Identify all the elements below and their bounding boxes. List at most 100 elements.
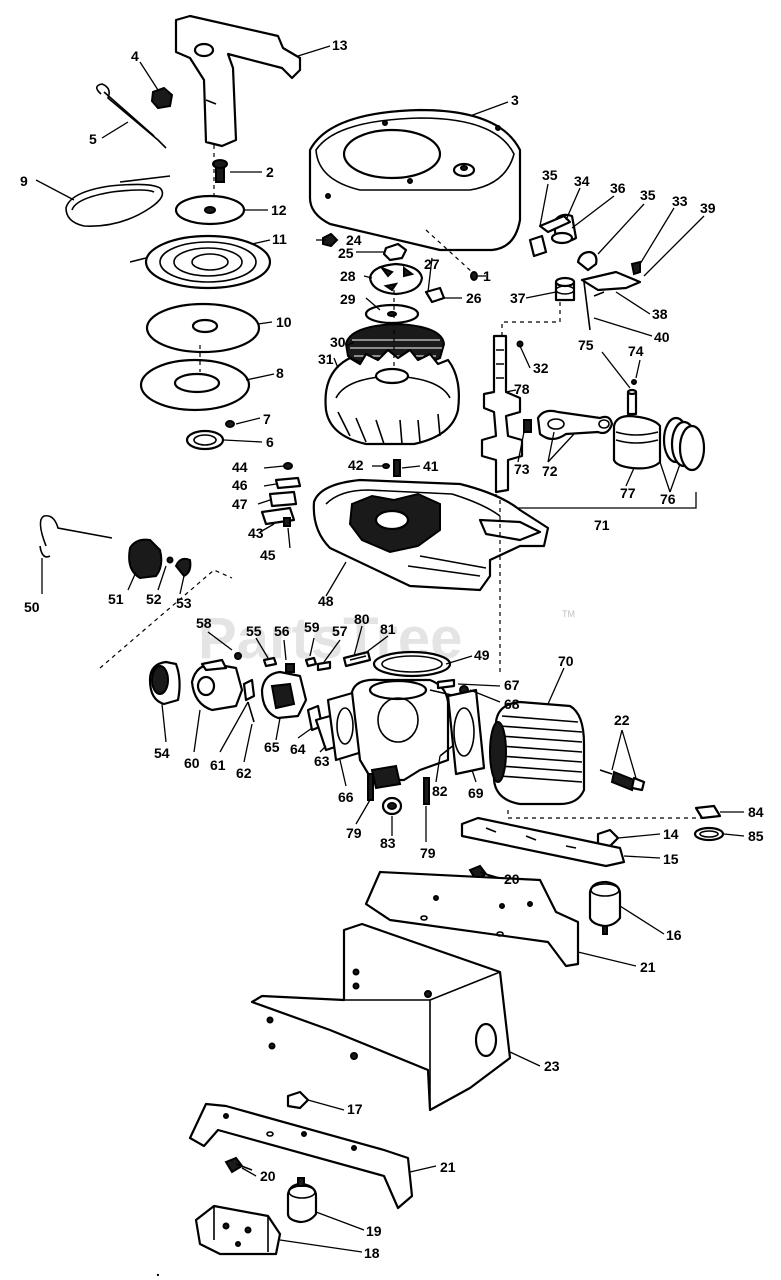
callout-70: 70 bbox=[558, 653, 574, 669]
part-bracket-nut bbox=[286, 1090, 310, 1110]
callout-19: 19 bbox=[366, 1223, 382, 1239]
part-starter-rope bbox=[65, 175, 171, 227]
callout-69: 69 bbox=[468, 785, 484, 801]
callout-71: 71 bbox=[594, 517, 610, 533]
callout-labels: 1 2 3 4 5 6 7 8 9 10 11 12 13 14 15 16 1… bbox=[20, 37, 764, 1279]
part-reed-hardware bbox=[262, 650, 372, 672]
part-piston-rings bbox=[662, 416, 706, 472]
callout-46: 46 bbox=[232, 477, 248, 493]
callout-10: 10 bbox=[276, 314, 292, 330]
callout-54: 54 bbox=[154, 745, 170, 761]
callout-36: 36 bbox=[610, 180, 626, 196]
callout-63: 63 bbox=[314, 753, 330, 769]
part-rubber-mount bbox=[588, 880, 622, 935]
callout-34: 34 bbox=[574, 173, 590, 189]
part-screw-small bbox=[225, 420, 235, 428]
part-blower-housing bbox=[308, 108, 522, 252]
callout-66: 66 bbox=[338, 789, 354, 805]
part-intake-manifold bbox=[260, 663, 308, 720]
guide-line-crank bbox=[501, 302, 561, 336]
callout-33: 33 bbox=[672, 193, 688, 209]
part-crankshaft bbox=[480, 334, 524, 494]
callout-11: 11 bbox=[272, 231, 287, 247]
callout-57: 57 bbox=[332, 623, 348, 639]
part-recoil-spring bbox=[129, 234, 272, 290]
callout-51: 51 bbox=[108, 591, 124, 607]
callout-27: 27 bbox=[424, 256, 440, 272]
part-rubber-mount-lower bbox=[286, 1177, 318, 1224]
callout-20-lower: 20 bbox=[260, 1168, 276, 1184]
callout-35-left: 35 bbox=[542, 167, 558, 183]
part-bracket-upper bbox=[364, 870, 580, 968]
part-governor-group bbox=[528, 213, 642, 331]
part-air-cleaner-cover bbox=[148, 660, 181, 706]
part-oil-seal bbox=[381, 796, 403, 816]
callout-35-right: 35 bbox=[640, 187, 656, 203]
callout-9: 9 bbox=[20, 173, 28, 189]
part-bolt-lower bbox=[224, 1156, 253, 1174]
part-starter-cup bbox=[368, 262, 424, 296]
callout-49: 49 bbox=[474, 647, 490, 663]
callout-67: 67 bbox=[504, 677, 520, 693]
part-small-parts bbox=[260, 462, 302, 527]
part-rod-bolt bbox=[523, 419, 532, 433]
callout-81: 81 bbox=[380, 621, 396, 637]
part-base-plate bbox=[194, 1204, 282, 1256]
callout-8: 8 bbox=[276, 365, 284, 381]
part-carb-link bbox=[242, 678, 256, 702]
callout-77: 77 bbox=[620, 485, 636, 501]
callout-83: 83 bbox=[380, 835, 396, 851]
callout-20-upper: 20 bbox=[504, 871, 520, 887]
callout-53: 53 bbox=[176, 595, 192, 611]
callout-76: 76 bbox=[660, 491, 676, 507]
callout-18: 18 bbox=[364, 1245, 380, 1261]
callout-59: 59 bbox=[304, 619, 320, 635]
part-screw bbox=[212, 159, 228, 183]
callout-25: 25 bbox=[338, 245, 354, 261]
callout-50: 50 bbox=[24, 599, 40, 615]
callout-43: 43 bbox=[248, 525, 264, 541]
callout-44: 44 bbox=[232, 459, 248, 475]
part-crankcase bbox=[350, 678, 461, 790]
callout-3: 3 bbox=[511, 92, 519, 108]
callout-5: 5 bbox=[89, 131, 97, 147]
callout-21-upper: 21 bbox=[640, 959, 656, 975]
part-throttle-spring bbox=[39, 514, 113, 558]
part-carb-pin bbox=[247, 701, 255, 723]
callout-85: 85 bbox=[748, 828, 764, 844]
part-spark-plug bbox=[599, 769, 646, 792]
callout-41: 41 bbox=[423, 458, 439, 474]
part-gaskets-right bbox=[693, 804, 725, 842]
callout-39: 39 bbox=[700, 200, 716, 216]
callout-16: 16 bbox=[666, 927, 682, 943]
callout-55: 55 bbox=[246, 623, 262, 639]
callout-2: 2 bbox=[266, 164, 274, 180]
part-air-filter-element bbox=[128, 538, 163, 580]
part-flywheel-nut bbox=[382, 242, 408, 262]
callout-32: 32 bbox=[533, 360, 549, 376]
callout-28: 28 bbox=[340, 268, 356, 284]
callout-26: 26 bbox=[466, 290, 482, 306]
guide-line-housing bbox=[425, 229, 473, 273]
callout-4: 4 bbox=[131, 48, 139, 64]
callout-74: 74 bbox=[628, 343, 644, 359]
footer-mark: . bbox=[156, 1263, 160, 1279]
callout-6: 6 bbox=[266, 434, 274, 450]
callout-37: 37 bbox=[510, 290, 526, 306]
part-connecting-rod bbox=[536, 409, 614, 441]
callout-52: 52 bbox=[146, 591, 162, 607]
callout-84: 84 bbox=[748, 804, 764, 820]
part-flywheel bbox=[324, 348, 460, 446]
part-cylinder-gasket bbox=[372, 650, 452, 678]
part-magneto-plate bbox=[312, 478, 550, 592]
guide-line-mount bbox=[507, 806, 709, 819]
callout-31: 31 bbox=[318, 351, 334, 367]
callout-23: 23 bbox=[544, 1058, 560, 1074]
callout-47: 47 bbox=[232, 496, 248, 512]
callout-72: 72 bbox=[542, 463, 558, 479]
part-housing-nut bbox=[322, 232, 339, 248]
part-carb-screw bbox=[234, 652, 242, 660]
callout-62: 62 bbox=[236, 765, 252, 781]
callout-78: 78 bbox=[514, 381, 530, 397]
